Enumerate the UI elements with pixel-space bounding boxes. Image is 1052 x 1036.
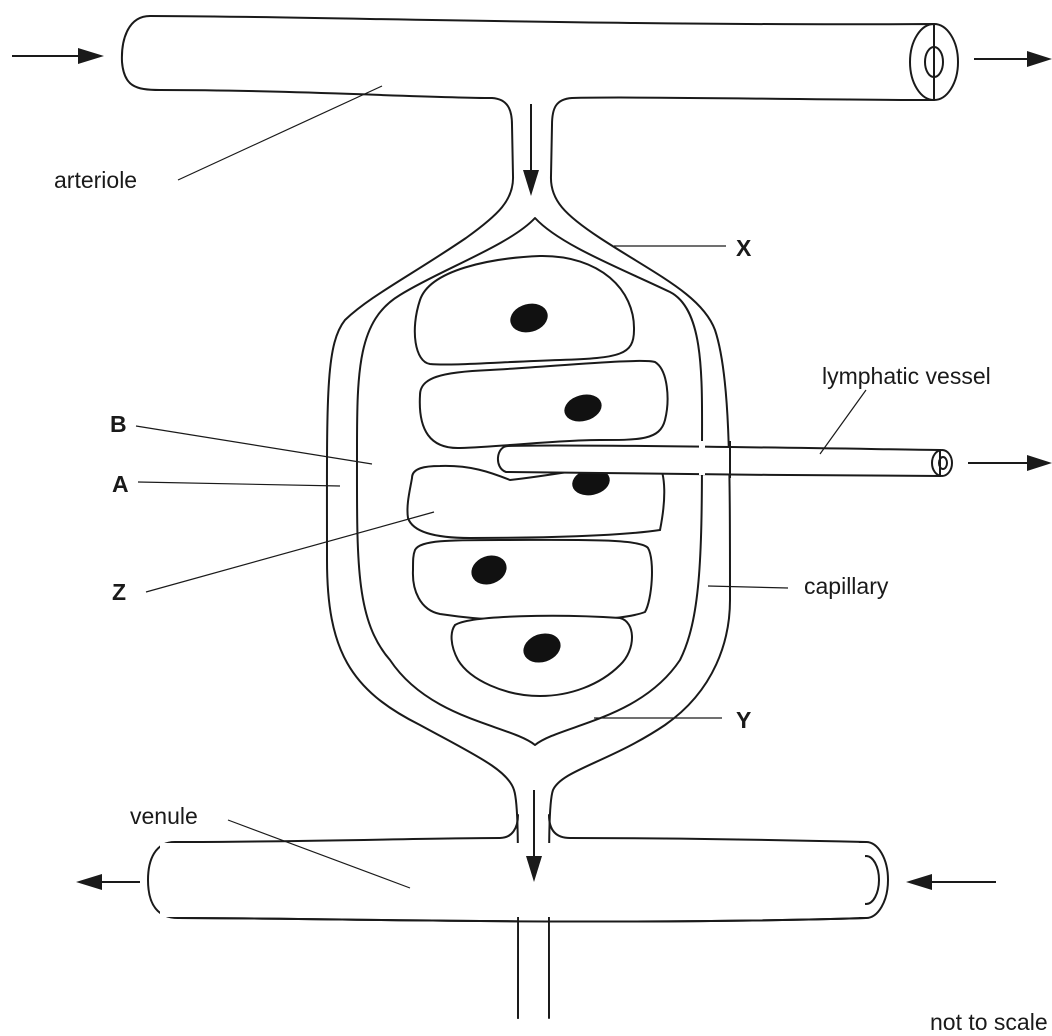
label-lymphatic-vessel: lymphatic vessel [822, 363, 991, 389]
label-capillary: capillary [804, 573, 889, 599]
arrow-venule-out [76, 874, 140, 890]
label-y: Y [736, 707, 751, 733]
label-venule: venule [130, 803, 198, 829]
label-z: Z [112, 579, 126, 605]
tissue-cells [407, 256, 667, 696]
arrow-arteriole-in [12, 48, 104, 64]
label-b: B [110, 411, 127, 437]
arrow-into-capillary [523, 104, 539, 196]
label-x: X [736, 235, 752, 261]
cell-4 [413, 540, 652, 622]
arrow-lymph-out [968, 455, 1052, 471]
arrow-venule-in [906, 874, 996, 890]
label-arteriole: arteriole [54, 167, 137, 193]
lymphatic-vessel [498, 441, 952, 478]
not-to-scale-note: not to scale [930, 1009, 1048, 1035]
cell-2 [420, 361, 668, 448]
label-a: A [112, 471, 129, 497]
arrow-arteriole-out [974, 51, 1052, 67]
